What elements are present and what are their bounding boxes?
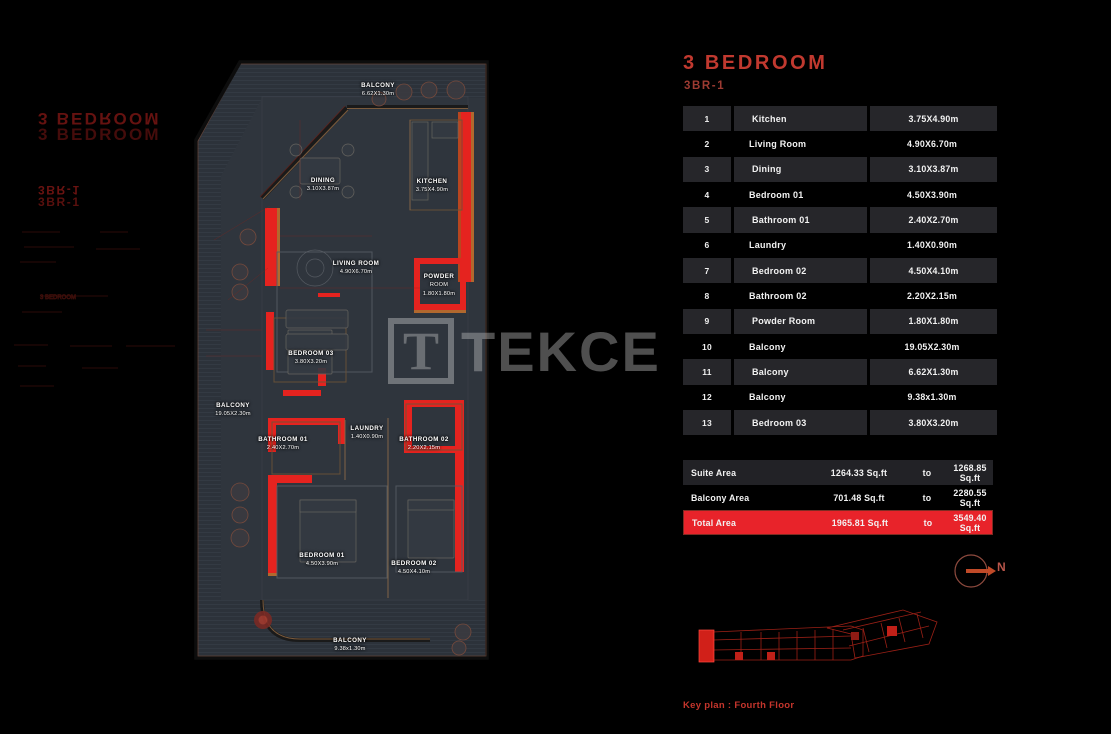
- area-min: 1965.81 Sq.ft: [831, 517, 889, 528]
- north-compass: N: [952, 552, 1010, 590]
- plant-icons: [254, 611, 272, 629]
- table-row: 2 Living Room 4.90X6.70m: [683, 131, 997, 156]
- floor-plan-drawing: 3 BEDROOM: [14, 60, 489, 660]
- room-dimension: 2.20X2.15m: [907, 291, 957, 302]
- area-to: to: [922, 467, 932, 478]
- area-row: Balcony Area 701.48 Sq.ft to 2280.55 Sq.ft: [683, 485, 993, 510]
- room-dimension: 3.80X3.20m: [870, 410, 997, 436]
- row-number: 10: [701, 341, 713, 352]
- room-dimension: 4.50X4.10m: [870, 258, 997, 284]
- area-max: 3549.40 Sq.ft: [953, 512, 987, 533]
- room-name: Powder Room: [734, 308, 867, 335]
- area-to: to: [922, 492, 932, 503]
- row-number: 2: [704, 139, 710, 150]
- row-number: 5: [683, 207, 731, 233]
- room-name: Laundry: [749, 240, 787, 251]
- ghost-subtitle: 3BR-1: [38, 195, 81, 209]
- ghost-title: 3 BEDROOM: [38, 125, 161, 144]
- room-name: Bathroom 02: [749, 291, 807, 302]
- row-number: 12: [701, 392, 713, 403]
- table-row: 12 Balcony 9.38x1.30m: [683, 385, 997, 410]
- page-title: 3 BEDROOM: [683, 52, 828, 74]
- row-number: 1: [683, 106, 731, 132]
- balcony-furniture: [230, 80, 472, 656]
- room-name: Bathroom 01: [734, 207, 867, 233]
- area-to: to: [923, 517, 933, 528]
- area-max: 1268.85 Sq.ft: [953, 462, 987, 483]
- row-number: 6: [704, 240, 710, 251]
- row-number: 4: [704, 189, 710, 200]
- room-name: Kitchen: [734, 106, 867, 132]
- room-dimension: 3.75X4.90m: [870, 106, 997, 132]
- row-number: 9: [683, 308, 731, 335]
- area-label: Suite Area: [691, 467, 737, 478]
- row-number: 8: [704, 291, 710, 302]
- construction-lines: [206, 120, 420, 357]
- room-dimension: 4.90X6.70m: [907, 139, 957, 150]
- room-name: Balcony: [749, 392, 786, 403]
- room-dimension: 3.10X3.87m: [870, 156, 997, 183]
- room-dimension: 4.50X3.90m: [907, 189, 957, 200]
- key-plan-diagram: [698, 609, 938, 663]
- row-number: 11: [683, 359, 731, 385]
- area-row: Total Area 1965.81 Sq.ft to 3549.40 Sq.ft: [683, 510, 993, 535]
- room-dimension: 2.40X2.70m: [870, 207, 997, 233]
- area-label: Balcony Area: [691, 492, 750, 503]
- wall-accents: [268, 112, 474, 576]
- room-name: Balcony: [749, 341, 786, 352]
- area-max: 2280.55 Sq.ft: [953, 487, 987, 508]
- room-name: Bedroom 01: [749, 189, 804, 200]
- room-dimension: 1.80X1.80m: [870, 308, 997, 335]
- svg-text:3 BEDROOM: 3 BEDROOM: [40, 295, 76, 301]
- key-plan-caption: Key plan : Fourth Floor: [683, 700, 795, 711]
- compass-icon: [954, 554, 996, 588]
- ghost-scribbles: 3 BEDROOM: [14, 231, 175, 387]
- area-min: 1264.33 Sq.ft: [830, 467, 888, 478]
- row-number: 7: [683, 258, 731, 284]
- ghost-title-block: 3 BEDROOM 3 BEDROOM 3BR-1 3BR-1: [38, 108, 161, 209]
- room-dimension: 9.38x1.30m: [907, 392, 957, 403]
- row-number: 3: [683, 156, 731, 183]
- area-min: 701.48 Sq.ft: [833, 492, 885, 503]
- table-row: 6 Laundry 1.40X0.90m: [683, 233, 997, 258]
- row-number: 13: [683, 410, 731, 436]
- room-name: Living Room: [749, 139, 807, 150]
- compass-north-label: N: [997, 560, 1006, 574]
- room-dimension: 6.62X1.30m: [870, 359, 997, 385]
- furniture: [285, 121, 459, 563]
- partition-walls: [271, 119, 463, 598]
- table-row: 8 Bathroom 02 2.20X2.15m: [683, 283, 997, 308]
- table-row: 10 Balcony 19.05X2.30m: [683, 334, 997, 359]
- floor-plan-panel: 3 BEDROOM 3 BEDROOM 3BR-1 3BR-1: [14, 60, 659, 660]
- room-name: Dining: [734, 156, 867, 183]
- room-name: Bedroom 02: [734, 258, 867, 284]
- room-name: Bedroom 03: [734, 410, 867, 436]
- area-row: Suite Area 1264.33 Sq.ft to 1268.85 Sq.ft: [683, 460, 993, 485]
- suite-walls: [259, 96, 469, 642]
- room-dimension: 19.05X2.30m: [904, 341, 960, 352]
- page-subtitle: 3BR-1: [684, 80, 726, 92]
- area-label: Total Area: [692, 517, 737, 528]
- table-row: 4 Bedroom 01 4.50X3.90m: [683, 182, 997, 207]
- room-name: Balcony: [734, 359, 867, 385]
- room-dimension: 1.40X0.90m: [907, 240, 957, 251]
